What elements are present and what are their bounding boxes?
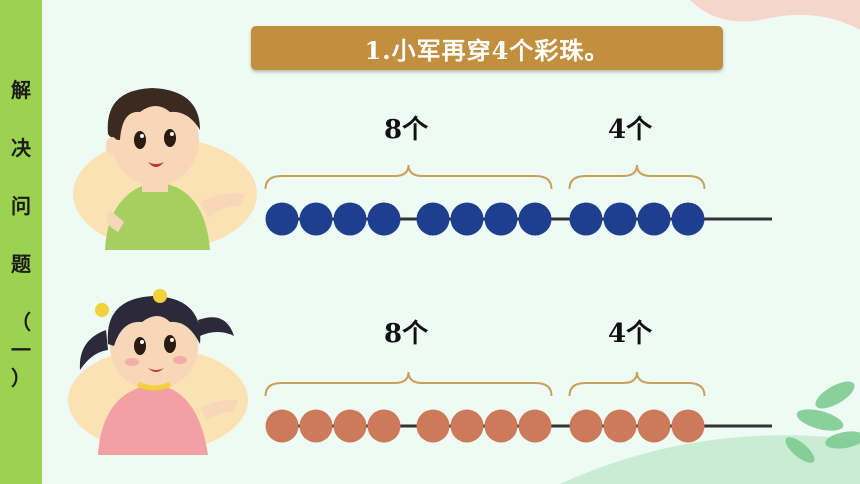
bead: [484, 202, 518, 236]
girl-illustration: [68, 289, 248, 455]
group-count-label: 8个: [384, 319, 429, 349]
page-title: 1.小军再穿4个彩珠。: [364, 35, 610, 65]
bead: [416, 409, 450, 443]
bead: [518, 202, 552, 236]
sidebar-char: 决: [11, 136, 31, 160]
sidebar: 解 决 问 题 （ 一 ）: [0, 0, 42, 484]
sidebar-char: ）: [11, 366, 31, 390]
group-count-label: 4个: [608, 115, 653, 145]
group-brace: [264, 164, 553, 190]
bottom-right-hill: [560, 435, 860, 484]
bead: [367, 202, 401, 236]
bead: [603, 409, 637, 443]
sidebar-char: 解: [11, 78, 31, 102]
bead: [518, 409, 552, 443]
bead: [637, 202, 671, 236]
bead: [637, 409, 671, 443]
bead: [671, 409, 705, 443]
bead: [416, 202, 450, 236]
group-count-label: 8个: [384, 115, 429, 145]
bead: [299, 409, 333, 443]
bead: [671, 202, 705, 236]
sidebar-char: （: [11, 310, 31, 334]
bead: [299, 202, 333, 236]
boy-illustration: [73, 88, 257, 250]
bead: [450, 202, 484, 236]
top-right-cloud: [690, 0, 860, 30]
bead: [265, 409, 299, 443]
bead: [569, 202, 603, 236]
leaf-icon: [785, 381, 860, 463]
bead: [450, 409, 484, 443]
group-count-label: 4个: [608, 319, 653, 349]
sidebar-char: 题: [11, 252, 31, 276]
bead: [333, 409, 367, 443]
bead: [265, 202, 299, 236]
sidebar-char: 一: [11, 338, 31, 362]
bead: [367, 409, 401, 443]
group-brace: [568, 371, 706, 397]
group-brace: [264, 371, 553, 397]
title-bar: 1.小军再穿4个彩珠。: [251, 26, 723, 70]
bead: [569, 409, 603, 443]
bead: [333, 202, 367, 236]
group-brace: [568, 164, 706, 190]
bead: [603, 202, 637, 236]
bead: [484, 409, 518, 443]
sidebar-char: 问: [11, 194, 31, 218]
